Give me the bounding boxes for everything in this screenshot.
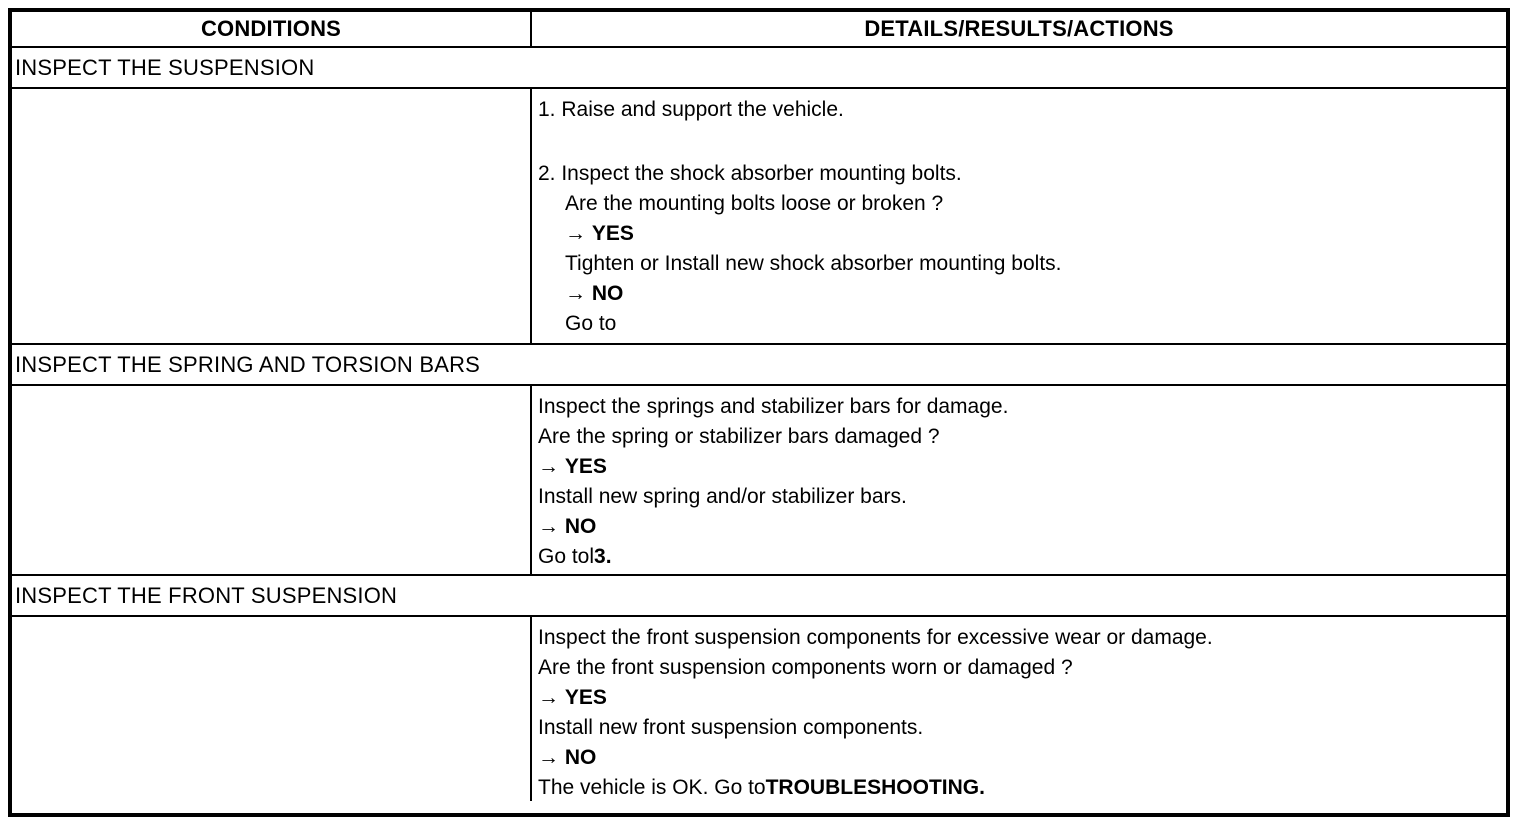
detail-line: 1. Raise and support the vehicle. — [538, 95, 1498, 125]
detail-line: Install new front suspension components. — [538, 713, 1498, 743]
section-title-row: INSPECT THE SPRING AND TORSION BARS — [12, 343, 1506, 384]
detail-row: Inspect the front suspension components … — [12, 615, 1506, 801]
detail-line: → YES — [538, 452, 1498, 482]
plain-text: Go tol — [538, 545, 595, 568]
detail-line: → YES — [538, 683, 1498, 713]
plain-text: → — [565, 222, 592, 245]
conditions-cell — [12, 386, 530, 574]
plain-text: → — [538, 686, 565, 709]
detail-line: 2. Inspect the shock absorber mounting b… — [538, 159, 1498, 189]
troubleshooting-table: CONDITIONS DETAILS/RESULTS/ACTIONS INSPE… — [8, 8, 1510, 817]
emphasis-text: YES — [591, 222, 634, 245]
detail-line: Install new spring and/or stabilizer bar… — [538, 482, 1498, 512]
plain-text: Are the front suspension components worn… — [538, 656, 1073, 679]
emphasis-text: YES — [564, 686, 607, 709]
details-cell: Inspect the springs and stabilizer bars … — [530, 386, 1506, 574]
detail-line: → NO — [538, 512, 1498, 542]
detail-line: Tighten or Install new shock absorber mo… — [538, 249, 1498, 279]
section-title: INSPECT THE SPRING AND TORSION BARS — [15, 351, 481, 377]
detail-line: Inspect the front suspension components … — [538, 623, 1498, 653]
section-title: INSPECT THE FRONT SUSPENSION — [15, 582, 398, 608]
plain-text: Are the mounting bolts loose or broken ? — [565, 192, 944, 215]
conditions-cell — [12, 89, 530, 343]
detail-line: Go tol3. — [538, 542, 1498, 572]
section-title-row: INSPECT THE FRONT SUSPENSION — [12, 574, 1506, 615]
details-cell: Inspect the front suspension components … — [530, 617, 1506, 801]
emphasis-text: 3. — [594, 545, 612, 568]
plain-text: 2. Inspect the shock absorber mounting b… — [538, 162, 962, 185]
emphasis-text: TROUBLESHOOTING. — [765, 776, 985, 799]
conditions-cell — [12, 617, 530, 801]
emphasis-text: NO — [564, 515, 597, 538]
detail-line: → YES — [538, 219, 1498, 249]
plain-text: The vehicle is OK. Go to — [538, 776, 766, 799]
plain-text: Go to — [565, 312, 617, 335]
detail-line: Inspect the springs and stabilizer bars … — [538, 392, 1498, 422]
detail-line: Go to — [538, 309, 1498, 339]
detail-line — [538, 125, 1498, 159]
plain-text: Install new front suspension components. — [538, 716, 924, 739]
detail-line: Are the front suspension components worn… — [538, 653, 1498, 683]
plain-text: Inspect the springs and stabilizer bars … — [538, 395, 1009, 418]
details-cell: 1. Raise and support the vehicle. 2. Ins… — [530, 89, 1506, 343]
plain-text: Install new spring and/or stabilizer bar… — [538, 485, 907, 508]
emphasis-text: YES — [564, 455, 607, 478]
emphasis-text: NO — [564, 746, 597, 769]
plain-text: → — [538, 746, 565, 769]
table-header-row: CONDITIONS DETAILS/RESULTS/ACTIONS — [12, 12, 1506, 46]
plain-text: → — [538, 455, 565, 478]
detail-row: 1. Raise and support the vehicle. 2. Ins… — [12, 87, 1506, 343]
column-header-conditions: CONDITIONS — [200, 16, 342, 41]
section-title: INSPECT THE SUSPENSION — [15, 54, 315, 80]
plain-text: Are the spring or stabilizer bars damage… — [538, 425, 940, 448]
plain-text: Inspect the front suspension components … — [538, 626, 1213, 649]
detail-line: Are the mounting bolts loose or broken ? — [538, 189, 1498, 219]
detail-row: Inspect the springs and stabilizer bars … — [12, 384, 1506, 574]
plain-text: → — [565, 282, 592, 305]
emphasis-text: NO — [591, 282, 624, 305]
detail-line: → NO — [538, 743, 1498, 773]
column-header-details-results-actions: DETAILS/RESULTS/ACTIONS — [530, 12, 1506, 46]
detail-line: The vehicle is OK. Go toTROUBLESHOOTING. — [538, 773, 1498, 803]
section-title-row: INSPECT THE SUSPENSION — [12, 46, 1506, 87]
plain-text: 1. Raise and support the vehicle. — [538, 98, 844, 121]
plain-text: Tighten or Install new shock absorber mo… — [565, 252, 1062, 275]
detail-line: Are the spring or stabilizer bars damage… — [538, 422, 1498, 452]
detail-line: → NO — [538, 279, 1498, 309]
plain-text: → — [538, 515, 565, 538]
table-body: INSPECT THE SUSPENSION 1. Raise and suppo… — [12, 46, 1506, 801]
